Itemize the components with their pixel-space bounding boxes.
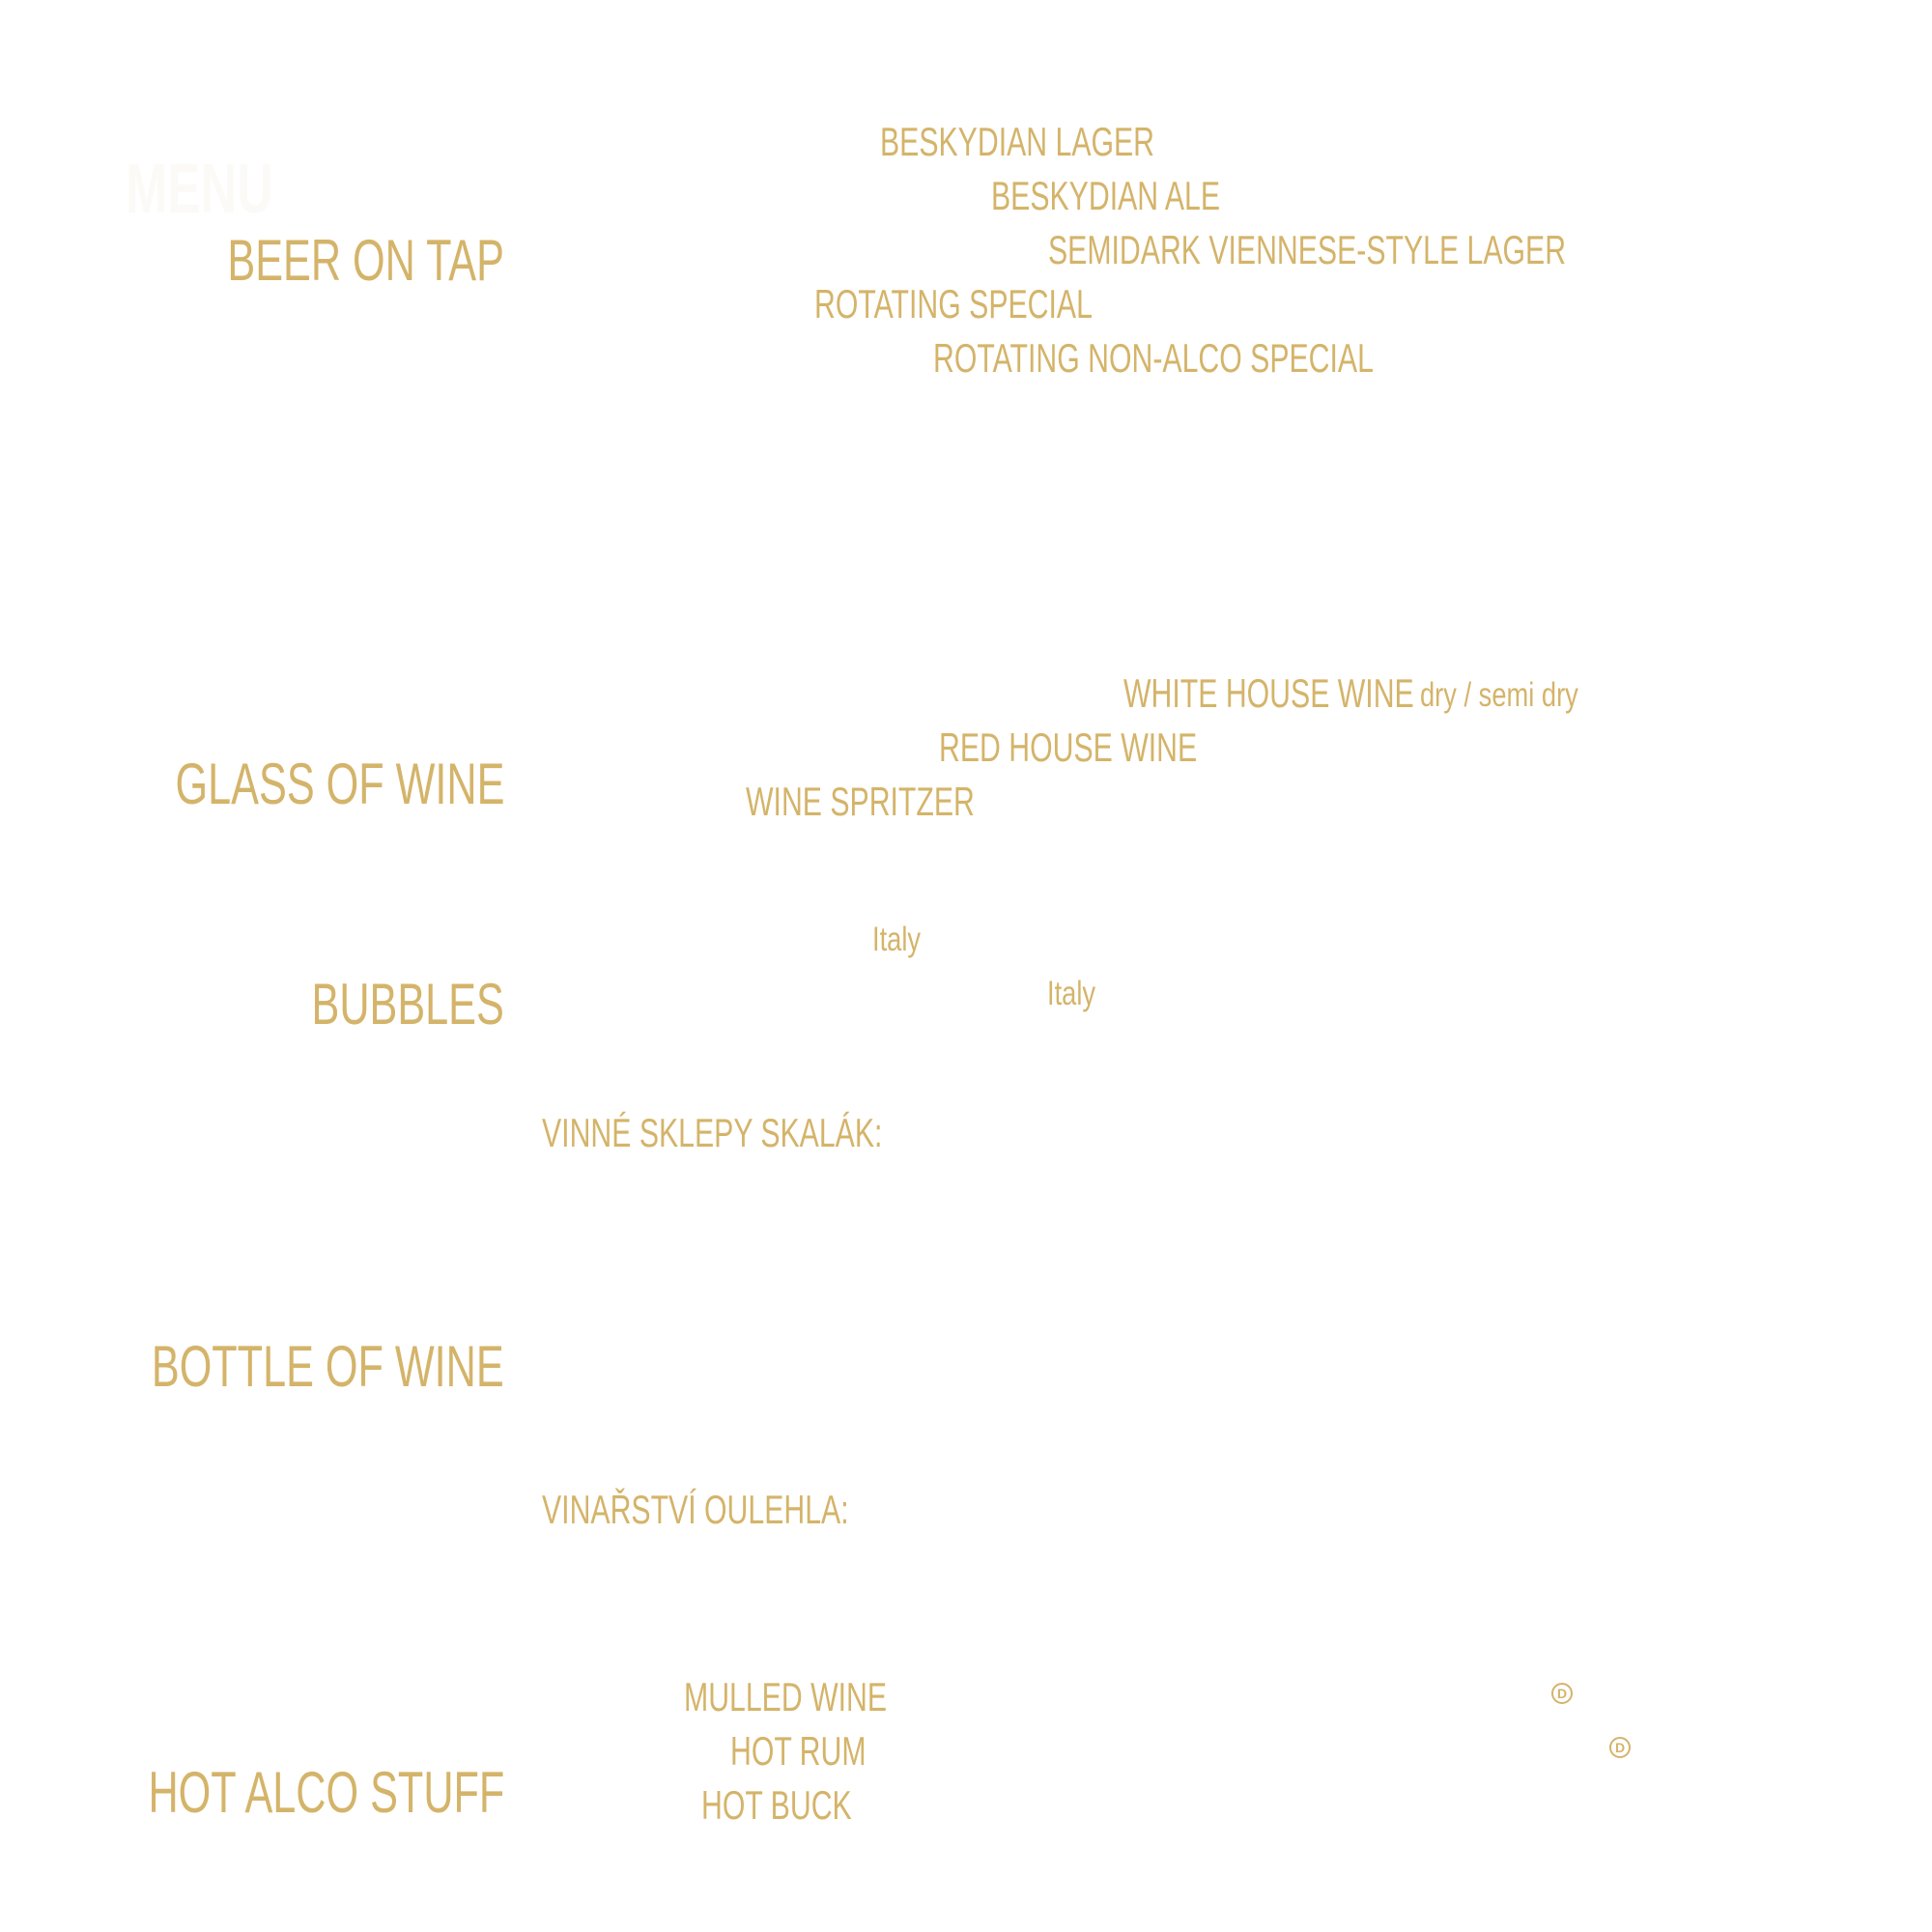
section-title-hot: HOT ALCO STUFF [148, 1760, 504, 1825]
section-glass-heading: GLASS OF WINE [47, 755, 504, 813]
white-wine-note: dry / semi dry [1420, 676, 1578, 714]
section-title-beer: BEER ON TAP [227, 228, 504, 293]
menu-item-hot-buck: HOT BUCK [701, 1782, 852, 1828]
faded-menu-title: MENU [126, 151, 273, 228]
section-beer-heading: BEER ON TAP [120, 232, 504, 290]
section-bubbles-heading: BUBBLES [237, 976, 504, 1034]
d-circle-icon: D [1551, 1683, 1573, 1704]
bubbles-origin-1: Italy [872, 921, 922, 958]
section-title-bubbles: BUBBLES [311, 972, 504, 1037]
producer-skalak: VINNÉ SKLEPY SKALÁK: [542, 1110, 883, 1155]
d-circle-icon: D [1609, 1737, 1631, 1758]
bubbles-origin-2: Italy [1047, 975, 1096, 1012]
menu-item-beskydian-ale: BESKYDIAN ALE [991, 173, 1220, 218]
menu-item-rotating-non-alco: ROTATING NON-ALCO SPECIAL [933, 335, 1374, 381]
section-title-bottle: BOTTLE OF WINE [152, 1334, 504, 1399]
menu-item-hot-rum: HOT RUM [730, 1728, 867, 1774]
menu-item-beskydian-lager: BESKYDIAN LAGER [880, 119, 1155, 164]
menu-item-wine-spritzer: WINE SPRITZER [746, 779, 975, 824]
menu-item-red-house-wine: RED HOUSE WINE [939, 724, 1198, 770]
menu-item-rotating-special: ROTATING SPECIAL [814, 281, 1093, 327]
producer-oulehla: VINAŘSTVÍ OULEHLA: [542, 1487, 849, 1532]
section-bottle-heading: BOTTLE OF WINE [14, 1338, 504, 1396]
section-hot-heading: HOT ALCO STUFF [10, 1764, 504, 1822]
section-title-glass: GLASS OF WINE [175, 752, 504, 816]
menu-item-mulled-wine: MULLED WINE [684, 1674, 888, 1719]
menu-item-white-house-wine: WHITE HOUSE WINE [1123, 670, 1414, 716]
menu-item-semidark-lager: SEMIDARK VIENNESE-STYLE LAGER [1048, 227, 1567, 272]
